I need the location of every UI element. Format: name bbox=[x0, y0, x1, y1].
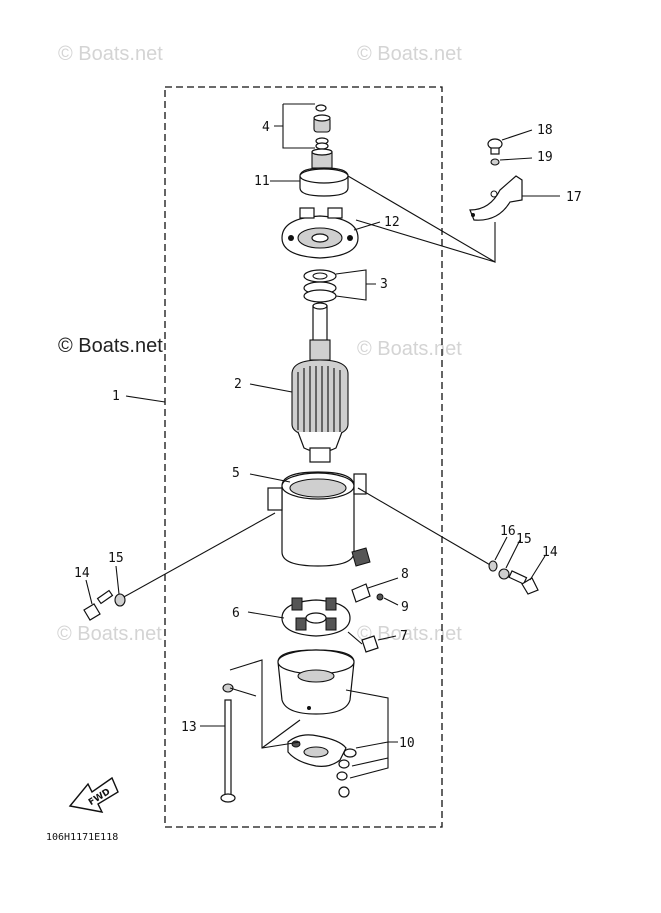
callout-6: 6 bbox=[232, 606, 240, 621]
part-14-bolt-left bbox=[83, 589, 114, 621]
callout-11: 11 bbox=[254, 174, 270, 189]
part-2-armature bbox=[291, 302, 349, 463]
callout-10: 10 bbox=[399, 736, 415, 751]
watermark: © Boats.net bbox=[58, 43, 163, 65]
part-4-pinion-stop-set bbox=[313, 104, 331, 150]
part-7-brush bbox=[361, 635, 379, 653]
part-8-brush bbox=[351, 583, 371, 603]
part-12-front-bracket bbox=[281, 207, 359, 259]
callout-8: 8 bbox=[401, 567, 409, 582]
watermark: © Boats.net bbox=[57, 623, 162, 645]
callout-16: 16 bbox=[500, 524, 516, 539]
callout-17: 17 bbox=[566, 190, 582, 205]
watermark: © Boats.net bbox=[357, 623, 462, 645]
watermark-prominent: © Boats.net bbox=[58, 335, 163, 357]
callout-3: 3 bbox=[380, 277, 388, 292]
callout-1: 1 bbox=[112, 389, 120, 404]
rear-cover bbox=[277, 649, 355, 715]
part-16-washer-right bbox=[488, 560, 498, 572]
callout-15-right: 15 bbox=[516, 532, 532, 547]
part-15-washer-left bbox=[114, 593, 126, 607]
callout-2: 2 bbox=[234, 377, 242, 392]
callout-14-right: 14 bbox=[542, 545, 558, 560]
fwd-arrow-icon: FWD bbox=[68, 776, 119, 813]
part-9-screw bbox=[376, 593, 384, 601]
part-3-washers bbox=[303, 269, 337, 303]
part-18-screw bbox=[487, 138, 503, 155]
part-6-brush-holder bbox=[281, 597, 351, 637]
assembly-boundary bbox=[164, 86, 443, 828]
callout-18: 18 bbox=[537, 123, 553, 138]
part-5-yoke bbox=[267, 471, 371, 567]
callout-15-left: 15 bbox=[108, 551, 124, 566]
part-13-through-bolt bbox=[220, 683, 236, 803]
part-11-pinion bbox=[299, 148, 349, 197]
part-17-bracket bbox=[469, 175, 523, 221]
diagram-code: 106H1171E118 bbox=[46, 832, 118, 843]
callout-14-left: 14 bbox=[74, 566, 90, 581]
part-14-bolt-right bbox=[508, 570, 539, 595]
callout-9: 9 bbox=[401, 600, 409, 615]
callout-13: 13 bbox=[181, 720, 197, 735]
part-19-washer bbox=[490, 158, 500, 166]
callout-4: 4 bbox=[262, 120, 270, 135]
watermark: © Boats.net bbox=[357, 338, 462, 360]
callout-12: 12 bbox=[384, 215, 400, 230]
part-10-end-cap bbox=[287, 734, 357, 798]
callout-5: 5 bbox=[232, 466, 240, 481]
watermark: © Boats.net bbox=[357, 43, 462, 65]
part-15-washer-right bbox=[498, 568, 510, 580]
callout-19: 19 bbox=[537, 150, 553, 165]
callout-7: 7 bbox=[400, 629, 408, 644]
